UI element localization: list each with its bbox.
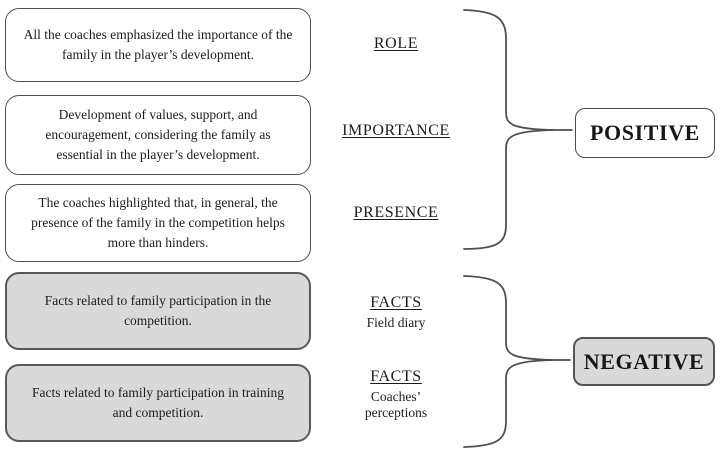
negative-group-box: NEGATIVE bbox=[573, 337, 715, 386]
category-facts-field-diary-label: FACTS bbox=[370, 294, 422, 311]
finding-box-facts-coaches: Facts related to family participation in… bbox=[5, 364, 311, 442]
finding-box-role-text: All the coaches emphasized the importanc… bbox=[23, 27, 293, 62]
finding-box-importance: Development of values, support, and enco… bbox=[5, 95, 311, 175]
finding-box-presence-text: The coaches highlighted that, in general… bbox=[31, 195, 285, 250]
category-importance: IMPORTANCE bbox=[326, 122, 466, 143]
finding-box-presence: The coaches highlighted that, in general… bbox=[5, 184, 311, 262]
finding-box-facts-field-diary-text: Facts related to family participation in… bbox=[44, 293, 272, 328]
finding-box-facts-coaches-text: Facts related to family participation in… bbox=[32, 385, 284, 420]
negative-brace bbox=[463, 275, 554, 448]
category-role: ROLE bbox=[326, 35, 466, 56]
finding-box-role: All the coaches emphasized the importanc… bbox=[5, 8, 311, 82]
negative-group-label: NEGATIVE bbox=[583, 348, 705, 374]
category-facts-coaches: FACTS Coaches’ perceptions bbox=[326, 368, 466, 421]
category-importance-label: IMPORTANCE bbox=[342, 122, 450, 139]
positive-group-box: POSITIVE bbox=[575, 108, 715, 158]
category-role-label: ROLE bbox=[373, 35, 419, 52]
positive-brace bbox=[463, 9, 554, 250]
category-facts-coaches-label: FACTS bbox=[370, 368, 422, 385]
category-presence-label: PRESENCE bbox=[353, 204, 439, 221]
finding-box-facts-field-diary: Facts related to family participation in… bbox=[5, 272, 311, 350]
category-presence: PRESENCE bbox=[326, 204, 466, 225]
positive-group-label: POSITIVE bbox=[590, 120, 700, 145]
category-facts-coaches-sublabel: Coaches’ perceptions bbox=[364, 389, 428, 420]
category-facts-field-diary: FACTS Field diary bbox=[326, 294, 466, 331]
finding-box-importance-text: Development of values, support, and enco… bbox=[45, 107, 271, 162]
category-facts-field-diary-sublabel: Field diary bbox=[366, 315, 426, 330]
